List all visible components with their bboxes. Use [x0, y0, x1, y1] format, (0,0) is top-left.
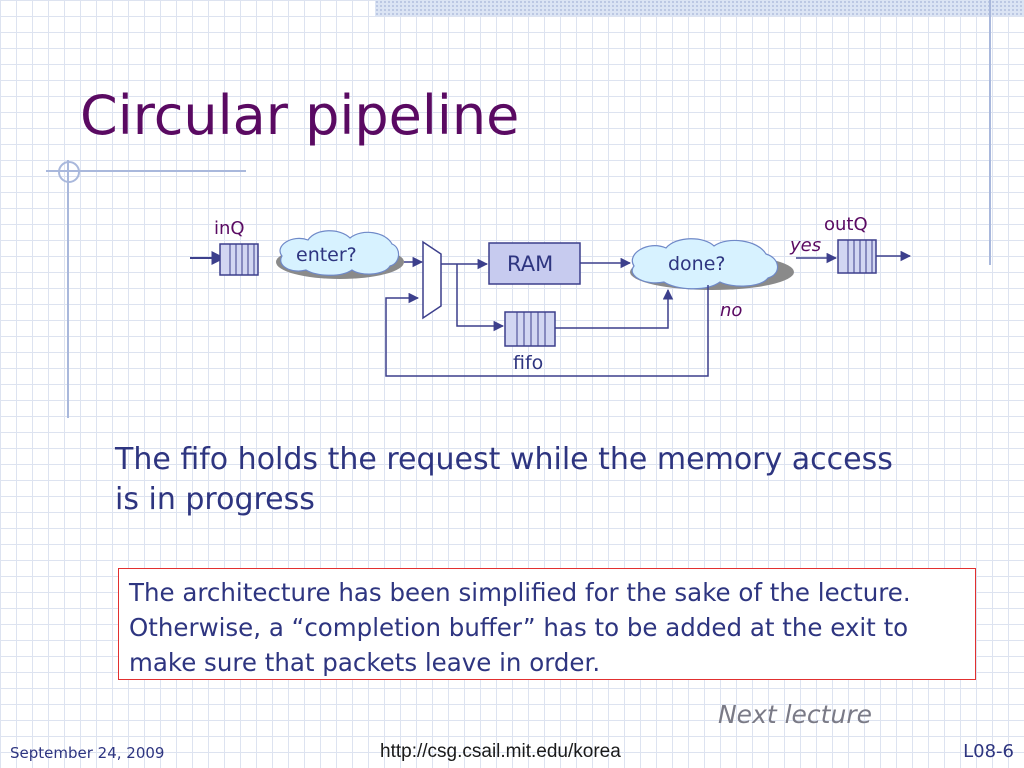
- done-label: done?: [668, 253, 726, 275]
- enter-cloud-shape: [276, 230, 404, 279]
- no-label: no: [720, 300, 742, 321]
- enter-label: enter?: [296, 244, 357, 266]
- outq-queue-icon: [837, 239, 877, 274]
- inq-label: inQ: [214, 218, 245, 239]
- outq-label: outQ: [824, 214, 868, 235]
- ram-label: RAM: [507, 252, 553, 276]
- footer-url: http://csg.csail.mit.edu/korea: [380, 741, 621, 762]
- yes-label: yes: [789, 235, 821, 256]
- body-text: The fifo holds the request while the mem…: [115, 442, 893, 517]
- footer-date: September 24, 2009: [10, 744, 165, 762]
- mux-to-fifo-path: [456, 264, 505, 332]
- inq-queue-icon: [219, 243, 259, 276]
- next-lecture-label: Next lecture: [717, 700, 872, 729]
- rule-circle-ornament: [58, 161, 80, 183]
- title-underline-rule: [46, 170, 246, 172]
- fifo-queue-icon: [504, 311, 556, 347]
- left-vertical-rule: [67, 160, 69, 418]
- top-decorative-band: [375, 0, 1024, 16]
- no-feedback-loop: [385, 285, 709, 377]
- fifo-label: fifo: [513, 352, 543, 374]
- fifo-to-done-path: [555, 288, 674, 329]
- done-cloud-shape: [630, 238, 794, 290]
- multiplexer-shape: [422, 240, 442, 320]
- note-box: The architecture has been simplified for…: [118, 568, 976, 680]
- slide-title: Circular pipeline: [80, 84, 520, 147]
- right-vertical-rule: [989, 0, 991, 265]
- slide-number: L08-6: [963, 741, 1014, 762]
